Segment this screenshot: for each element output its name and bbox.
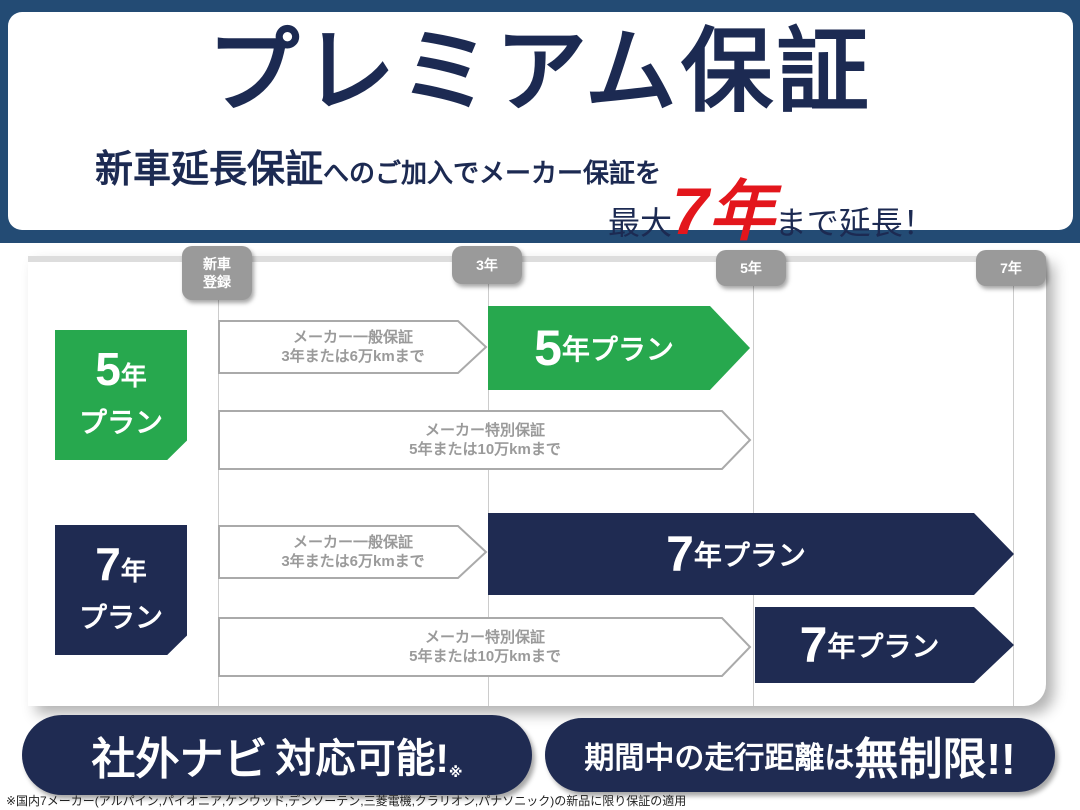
header-card bbox=[8, 12, 1073, 230]
page-title: プレミアム保証 bbox=[207, 21, 873, 123]
navi-compatible-pill: 社外ナビ対応可能!※ bbox=[22, 715, 532, 795]
plan7-special-warranty-arrow: メーカー特別保証 5年または10万kmまで bbox=[218, 617, 752, 677]
pill-text-b: 無制限!! bbox=[854, 735, 1016, 784]
arrow-num: 7 bbox=[799, 617, 828, 673]
pill-note-mark: ※ bbox=[448, 764, 463, 780]
gridline bbox=[1013, 270, 1014, 706]
arrow-rest: 年プラン bbox=[693, 540, 806, 571]
pill-text-a: 社外ナビ bbox=[91, 735, 268, 784]
pill-text-b: 対応可能! bbox=[275, 737, 449, 781]
arrow-rest: 年プラン bbox=[561, 334, 674, 365]
badge-unit: 年 bbox=[120, 556, 147, 586]
arrow-line1: メーカー特別保証 bbox=[424, 422, 545, 439]
arrow-line2: 3年または6万kmまで bbox=[281, 348, 425, 365]
footnote: ※国内7メーカー(アルパイン,パイオニア,ケンウッド,デンソーテン,三菱電機,ク… bbox=[6, 794, 687, 808]
arrow-num: 5 bbox=[534, 320, 562, 376]
timeline-label-7y: 7年 bbox=[976, 250, 1046, 286]
timeline-label-5y: 5年 bbox=[716, 250, 786, 286]
arrow-line1: メーカー特別保証 bbox=[424, 629, 545, 646]
unlimited-mileage-pill: 期間中の走行距離は無制限!! bbox=[545, 718, 1055, 792]
plan7-badge: 7年 プラン bbox=[55, 525, 187, 655]
gridline bbox=[753, 270, 754, 706]
highlight-7years: 7年 bbox=[672, 174, 775, 248]
subtitle-line2: 最大7年まで延長！ bbox=[608, 158, 935, 254]
timeline-label-3y: 3年 bbox=[452, 246, 522, 284]
plan5-special-warranty-arrow: メーカー特別保証 5年または10万kmまで bbox=[218, 410, 752, 470]
arrow-line2: 5年または10万kmまで bbox=[409, 648, 561, 665]
line2-post: まで延長！ bbox=[774, 205, 935, 241]
arrow-line2: 5年または10万kmまで bbox=[409, 441, 561, 458]
gridline bbox=[218, 270, 219, 706]
arrow-line1: メーカー一般保証 bbox=[292, 329, 413, 346]
badge-unit: 年 bbox=[120, 361, 147, 391]
gridline bbox=[488, 270, 489, 706]
plan7-general-warranty-arrow: メーカー一般保証 3年または6万kmまで bbox=[218, 525, 488, 579]
arrow-line1: メーカー一般保証 bbox=[292, 534, 413, 551]
pill-text-a: 期間中の走行距離は bbox=[584, 742, 855, 775]
plan5-badge: 5年 プラン bbox=[55, 330, 187, 460]
badge-plan: プラン bbox=[78, 602, 163, 633]
subtitle-rest: へのご加入でメーカー保証を bbox=[323, 158, 662, 188]
line2-pre: 最大 bbox=[608, 205, 673, 241]
arrow-num: 7 bbox=[666, 526, 694, 582]
plan5-general-warranty-arrow: メーカー一般保証 3年または6万kmまで bbox=[218, 320, 488, 374]
badge-num: 7 bbox=[95, 538, 121, 590]
badge-plan: プラン bbox=[78, 407, 163, 438]
subtitle-line1: 新車延長保証へのご加入でメーカー保証を bbox=[95, 138, 661, 193]
arrow-rest: 年プラン bbox=[827, 631, 940, 662]
timeline-label-new: 新車登録 bbox=[182, 246, 252, 300]
subtitle-bold: 新車延長保証 bbox=[95, 149, 324, 191]
badge-num: 5 bbox=[95, 343, 121, 395]
arrow-line2: 3年または6万kmまで bbox=[281, 553, 425, 570]
